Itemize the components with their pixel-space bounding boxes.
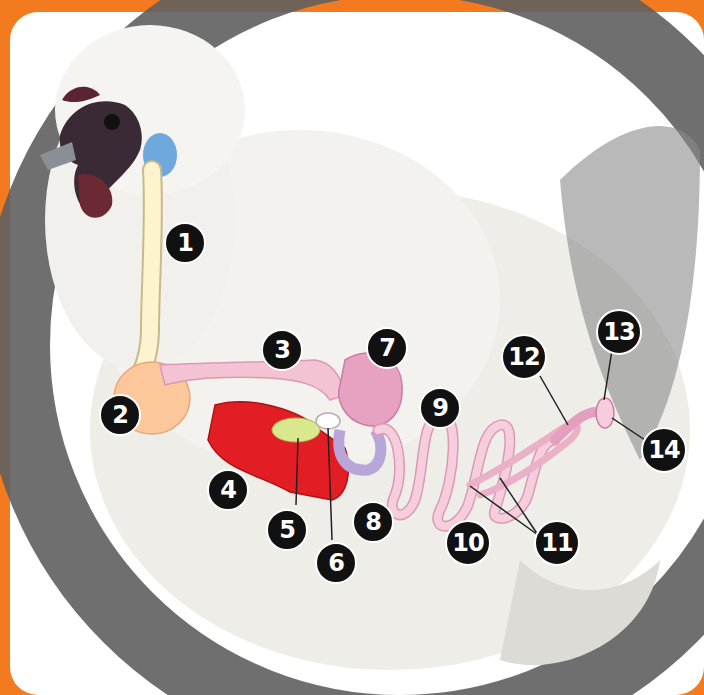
chicken-body <box>45 25 700 670</box>
callout-circle: 1 <box>164 222 206 264</box>
callout-number: 12 <box>508 345 539 369</box>
callout-number: 7 <box>379 336 395 360</box>
callout-circle: 13 <box>596 309 642 355</box>
grey-ring <box>15 0 704 695</box>
proventriculus <box>160 360 345 400</box>
callout-circle: 9 <box>419 387 461 429</box>
callout-circle: 11 <box>534 520 580 566</box>
callout-circle: 8 <box>352 501 394 543</box>
callout-circle: 12 <box>501 334 547 380</box>
callout-number: 5 <box>279 518 295 542</box>
digestive-tract <box>114 170 614 526</box>
callout-circle: 5 <box>266 509 308 551</box>
callout-number: 6 <box>328 551 344 575</box>
callout-number: 10 <box>452 531 483 555</box>
callout-number: 11 <box>541 531 572 555</box>
large-intestine <box>555 412 600 440</box>
cloaca <box>596 398 614 428</box>
callout-number: 9 <box>432 396 448 420</box>
callout-circle: 14 <box>641 427 687 473</box>
callout-circle: 6 <box>315 542 357 584</box>
leader-lines <box>296 350 645 540</box>
callout-number: 1 <box>177 231 193 255</box>
callout-number: 3 <box>274 338 290 362</box>
callout-number: 8 <box>365 510 381 534</box>
callout-number: 13 <box>603 320 634 344</box>
callout-circle: 3 <box>261 329 303 371</box>
pancreas <box>316 413 340 429</box>
callout-number: 2 <box>112 403 128 427</box>
callout-number: 4 <box>220 478 236 502</box>
callout-circle: 2 <box>99 394 141 436</box>
callout-number: 14 <box>648 438 679 462</box>
gallbladder <box>272 418 320 442</box>
callout-circle: 10 <box>445 520 491 566</box>
callout-circle: 4 <box>207 469 249 511</box>
callout-circle: 7 <box>366 327 408 369</box>
esophagus <box>140 170 153 375</box>
